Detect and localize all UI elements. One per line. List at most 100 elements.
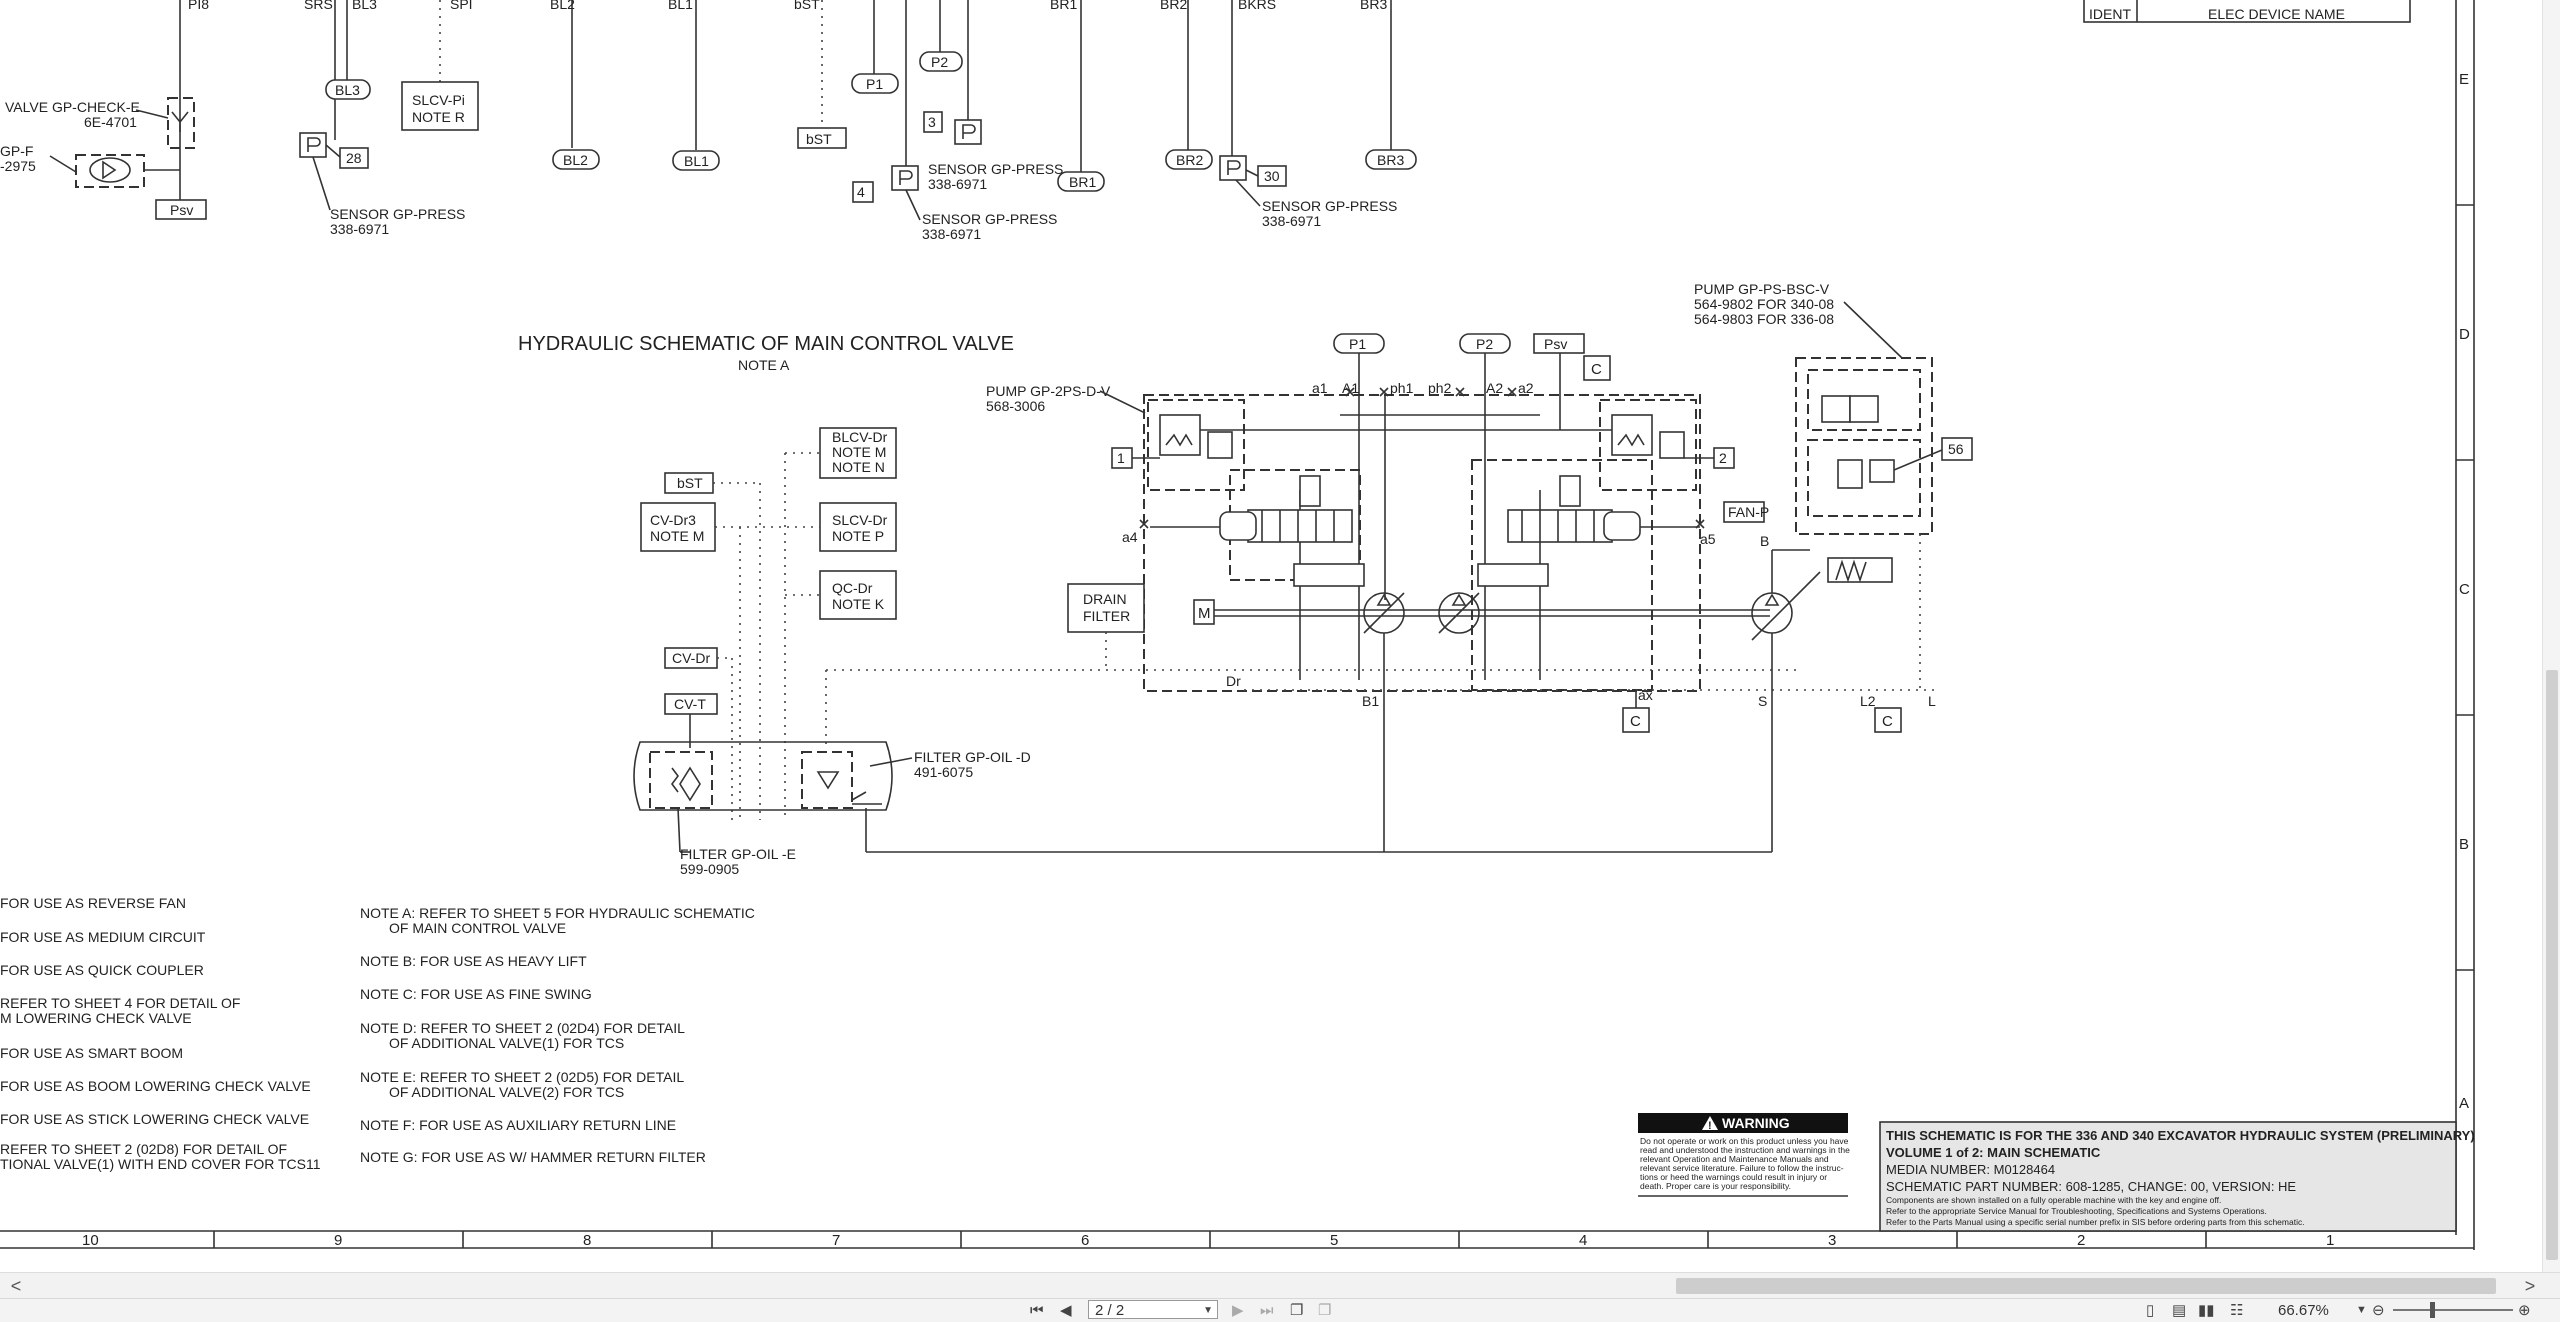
svg-text:TIONAL VALVE(1) WITH END COVER: TIONAL VALVE(1) WITH END COVER FOR TCS11 (0, 1156, 321, 1172)
warning-box: ! WARNING Do not operate or work on this… (1638, 1113, 1850, 1197)
two-page-continuous-icon[interactable]: ☷ (2230, 1302, 2244, 1319)
svg-text:NOTE M: NOTE M (650, 528, 704, 544)
svg-text:-2975: -2975 (0, 158, 36, 174)
zone-label: D (2459, 326, 2470, 343)
svg-text:Psv: Psv (1544, 336, 1567, 352)
svg-text:599-0905: 599-0905 (680, 861, 739, 877)
single-page-icon[interactable]: ▯ (2146, 1302, 2155, 1319)
ident-header: IDENT (2089, 6, 2131, 22)
svg-text:OF ADDITIONAL VALVE(1) FOR TCS: OF ADDITIONAL VALVE(1) FOR TCS (389, 1035, 624, 1051)
column-label: 8 (583, 1232, 591, 1249)
column-label: 3 (1828, 1232, 1836, 1249)
page-number-input[interactable]: 2 / 2 ▼ (1088, 1300, 1218, 1319)
svg-text:BR2: BR2 (1176, 152, 1203, 168)
svg-text:FILTER GP-OIL -E: FILTER GP-OIL -E (680, 846, 796, 862)
svg-text:SPI: SPI (450, 0, 473, 12)
svg-text:NOTE R: NOTE R (412, 109, 465, 125)
horizontal-scrollbar-thumb[interactable] (1676, 1278, 2496, 1294)
svg-text:NOTE C: FOR USE AS FINE SWING: NOTE C: FOR USE AS FINE SWING (360, 986, 592, 1002)
svg-text:M: M (1198, 605, 1211, 622)
svg-text:PUMP GP-PS-BSC-V: PUMP GP-PS-BSC-V (1694, 281, 1830, 297)
svg-text:Refer to the appropriate Servi: Refer to the appropriate Service Manual … (1886, 1206, 2267, 1216)
section-note: NOTE A (738, 357, 790, 373)
svg-text:564-9803 FOR 336-08: 564-9803 FOR 336-08 (1694, 311, 1834, 327)
main-schematic: P1 P2 Psv C PUMP GP-2PS-D-V 568-3006 PUM… (633, 281, 1973, 877)
zoom-slider[interactable] (2393, 1309, 2513, 1311)
svg-text:BL3: BL3 (335, 82, 360, 98)
svg-text:THIS SCHEMATIC IS FOR THE 336: THIS SCHEMATIC IS FOR THE 336 AND 340 EX… (1886, 1128, 2475, 1143)
vertical-scrollbar-thumb[interactable] (2546, 670, 2558, 1260)
page-layout-icon[interactable]: ❐ (1318, 1302, 1332, 1319)
svg-text:BR3: BR3 (1360, 0, 1387, 12)
svg-text:NOTE D: REFER TO SHEET 2 (02D4: NOTE D: REFER TO SHEET 2 (02D4) FOR DETA… (360, 1020, 685, 1036)
column-label: 9 (334, 1232, 342, 1249)
prev-page-icon[interactable]: ◀ (1060, 1302, 1072, 1319)
page-view-icon[interactable]: ❐ (1290, 1302, 1304, 1319)
zone-label: E (2459, 71, 2469, 88)
svg-text:30: 30 (1264, 168, 1280, 184)
svg-text:PUMP GP-2PS-D-V: PUMP GP-2PS-D-V (986, 383, 1111, 399)
svg-text:C: C (1630, 713, 1641, 730)
svg-text:CV-T: CV-T (674, 696, 706, 712)
svg-text:!: ! (1708, 1120, 1712, 1132)
svg-text:NOTE F: FOR USE AS AUXILIARY R: NOTE F: FOR USE AS AUXILIARY RETURN LINE (360, 1117, 676, 1133)
zone-label: C (2459, 581, 2470, 598)
column-label: 4 (1579, 1232, 1587, 1249)
svg-text:B1: B1 (1362, 693, 1379, 709)
svg-text:SENSOR GP-PRESS: SENSOR GP-PRESS (928, 161, 1063, 177)
svg-text:BLCV-Dr: BLCV-Dr (832, 429, 888, 445)
left-notes: FOR USE AS REVERSE FAN FOR USE AS MEDIUM… (0, 895, 321, 1172)
two-page-icon[interactable]: ▮▮ (2198, 1302, 2215, 1319)
first-page-icon[interactable]: ⏮ (1030, 1302, 1044, 1319)
svg-text:ph2: ph2 (1428, 380, 1452, 396)
scroll-left-button[interactable]: < (10, 1276, 22, 1296)
svg-text:REFER TO SHEET 2 (02D8) FOR DE: REFER TO SHEET 2 (02D8) FOR DETAIL OF (0, 1141, 287, 1157)
horizontal-scrollbar[interactable]: < > (0, 1272, 2560, 1299)
last-page-icon[interactable]: ⏭ (1260, 1302, 1274, 1319)
svg-text:CV-Dr3: CV-Dr3 (650, 512, 696, 528)
svg-text:a4: a4 (1122, 529, 1138, 545)
svg-text:338-6971: 338-6971 (1262, 213, 1321, 229)
warning-title: WARNING (1722, 1115, 1790, 1131)
next-page-icon[interactable]: ▶ (1232, 1302, 1244, 1319)
svg-text:bST: bST (677, 475, 703, 491)
svg-text:L2: L2 (1860, 693, 1876, 709)
svg-text:NOTE K: NOTE K (832, 596, 885, 612)
column-label: 5 (1330, 1232, 1338, 1249)
svg-text:NOTE B: FOR USE AS HEAVY LIFT: NOTE B: FOR USE AS HEAVY LIFT (360, 953, 587, 969)
chevron-down-icon[interactable]: ▼ (1203, 1305, 1213, 1316)
svg-text:BR1: BR1 (1050, 0, 1077, 12)
zoom-slider-handle[interactable] (2430, 1302, 2435, 1318)
svg-text:Do not operate or work on this: Do not operate or work on this product u… (1640, 1136, 1849, 1146)
vertical-scrollbar[interactable] (2542, 0, 2560, 1272)
svg-text:bST: bST (794, 0, 820, 12)
svg-text:564-9802 FOR 340-08: 564-9802 FOR 340-08 (1694, 296, 1834, 312)
svg-text:FOR USE AS REVERSE FAN: FOR USE AS REVERSE FAN (0, 895, 186, 911)
page-number-value: 2 / 2 (1095, 1302, 1125, 1319)
svg-text:VALVE GP-CHECK-E: VALVE GP-CHECK-E (5, 99, 140, 115)
zoom-dropdown-icon[interactable]: ▼ (2356, 1304, 2367, 1316)
svg-text:1: 1 (1117, 450, 1125, 466)
zoom-level[interactable]: 66.67% (2278, 1302, 2329, 1319)
zoom-in-icon[interactable]: ⊕ (2518, 1302, 2531, 1319)
svg-text:NOTE N: NOTE N (832, 459, 885, 475)
continuous-page-icon[interactable]: ▤ (2172, 1302, 2187, 1319)
svg-text:2: 2 (1719, 450, 1727, 466)
title-block: THIS SCHEMATIC IS FOR THE 336 AND 340 EX… (1879, 1121, 2475, 1232)
svg-text:QC-Dr: QC-Dr (832, 580, 873, 596)
svg-text:SLCV-Dr: SLCV-Dr (832, 512, 888, 528)
svg-text:BKRS: BKRS (1238, 0, 1276, 12)
status-bar: ⏮ ◀ 2 / 2 ▼ ▶ ⏭ ❐ ❐ ▯ ▤ ▮▮ ☷ 66.67% ▼ ⊖ ⊕ (0, 1298, 2560, 1322)
svg-text:NOTE M: NOTE M (832, 444, 886, 460)
svg-text:FILTER GP-OIL -D: FILTER GP-OIL -D (914, 749, 1031, 765)
svg-text:28: 28 (346, 150, 362, 166)
zoom-out-icon[interactable]: ⊖ (2372, 1302, 2385, 1319)
svg-text:P2: P2 (1476, 336, 1493, 352)
svg-text:338-6971: 338-6971 (330, 221, 389, 237)
svg-text:MEDIA NUMBER: M0128464: MEDIA NUMBER: M0128464 (1886, 1162, 2055, 1177)
svg-text:A2: A2 (1486, 380, 1503, 396)
svg-text:read and understood the instru: read and understood the instruction and … (1640, 1145, 1850, 1155)
top-left-cluster: PI8 SRS BL3 SPI BL2 BL1 bST BL3 SLCV-Pi … (0, 0, 847, 237)
scroll-right-button[interactable]: > (2524, 1276, 2536, 1296)
svg-text:NOTE A: REFER TO SHEET 5 FOR H: NOTE A: REFER TO SHEET 5 FOR HYDRAULIC S… (360, 905, 755, 921)
